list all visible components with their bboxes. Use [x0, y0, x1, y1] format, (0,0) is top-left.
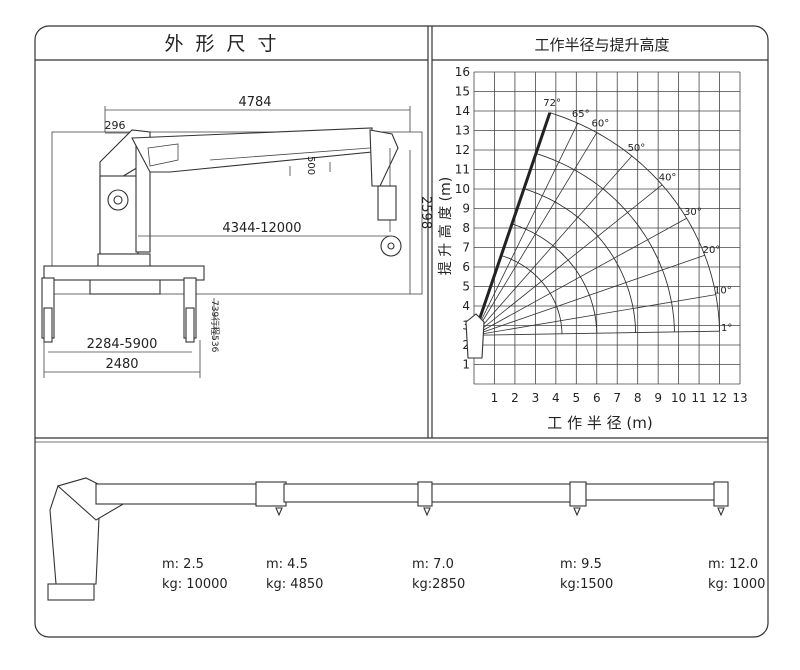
lower-boom-section-2 — [283, 483, 425, 503]
x-tick-label: 6 — [593, 391, 601, 405]
dim-reach: 4344-12000 — [222, 221, 301, 236]
boom-length-arc — [549, 112, 720, 332]
boom-length-arc — [523, 188, 637, 333]
y-tick-label: 7 — [462, 241, 470, 255]
x-tick-label: 13 — [732, 391, 747, 405]
y-tick-label: 9 — [462, 202, 470, 216]
y-tick-label: 5 — [462, 280, 470, 294]
angle-ray — [473, 132, 598, 336]
x-tick-label: 11 — [691, 391, 706, 405]
x-tick-label: 7 — [613, 391, 621, 405]
outline-title: 外 形 尺 寸 — [164, 33, 279, 55]
angle-label: 30° — [684, 207, 702, 218]
hook-marker-1 — [275, 507, 283, 517]
x-tick-label: 4 — [552, 391, 560, 405]
lower-boom-tip — [713, 481, 729, 507]
y-tick-label: 13 — [455, 124, 470, 138]
radius-height-chart: 工作半径与提升高度 123456789101112131234567891011… — [437, 36, 748, 432]
x-tick-label: 3 — [532, 391, 540, 405]
x-tick-label: 5 — [572, 391, 580, 405]
angle-ray — [473, 254, 705, 336]
y-tick-label: 11 — [455, 163, 470, 177]
load-m-5: m: 12.0 — [708, 557, 758, 572]
chart-y-label: 提 升 高 度 (m) — [437, 177, 454, 275]
y-tick-label: 4 — [462, 299, 470, 313]
angle-label: 72° — [543, 98, 561, 109]
hook-marker-2 — [423, 507, 431, 517]
lower-boom-joint-1 — [255, 481, 287, 507]
dim-base-width: 2480 — [105, 357, 138, 372]
hook-marker-3 — [573, 507, 581, 517]
angle-ray — [473, 294, 716, 336]
y-tick-label: 12 — [455, 143, 470, 157]
load-m-1: m: 2.5 — [162, 557, 204, 572]
lower-boom-joint-2 — [417, 481, 433, 507]
angle-ray — [473, 330, 720, 336]
load-m-3: m: 7.0 — [412, 557, 454, 572]
outer-frame — [34, 25, 769, 638]
lower-boom-joint-3 — [569, 481, 587, 507]
x-tick-label: 8 — [634, 391, 642, 405]
load-kg-3: kg:2850 — [412, 577, 465, 592]
lower-boom-section-4 — [585, 483, 717, 501]
outline-panel: 外 形 尺 寸 4784 296 500 2598 4344-12000 — [41, 33, 433, 378]
load-m-2: m: 4.5 — [266, 557, 308, 572]
chart-ticks: 1234567891011121312345678910111213141516 — [455, 65, 748, 405]
angle-label: 65° — [572, 109, 590, 120]
y-tick-label: 15 — [455, 85, 470, 99]
dim-section: 500 — [305, 156, 316, 175]
load-kg-5: kg: 1000 — [708, 577, 765, 592]
x-tick-label: 2 — [511, 391, 519, 405]
y-tick-label: 1 — [462, 358, 470, 372]
chart-arcs — [501, 112, 720, 334]
y-tick-label: 16 — [455, 65, 470, 79]
y-tick-label: 14 — [455, 104, 470, 118]
hook-marker-4 — [717, 507, 725, 517]
x-tick-label: 12 — [712, 391, 727, 405]
y-tick-label: 8 — [462, 221, 470, 235]
load-table-panel: m: 2.5 kg: 10000 m: 4.5 kg: 4850 m: 7.0 … — [47, 477, 765, 601]
dim-total-length: 4784 — [238, 95, 271, 110]
angle-label: 40° — [659, 172, 677, 183]
angle-label: 20° — [703, 245, 721, 256]
load-kg-1: kg: 10000 — [162, 577, 228, 592]
lower-boom-section-1 — [95, 483, 259, 505]
angle-ray — [473, 155, 633, 336]
chart-angle-labels: 72° 65°60° 50° 40° 30° 20° 10° 1° — [543, 98, 732, 334]
angle-label: 50° — [628, 143, 646, 154]
angle-ray — [473, 217, 687, 336]
y-tick-label: 2 — [462, 338, 470, 352]
angle-label: 60° — [591, 119, 609, 130]
dim-outrigger-span: 2284-5900 — [87, 337, 158, 352]
load-kg-4: kg:1500 — [560, 577, 613, 592]
boom-length-arc — [535, 153, 675, 332]
lower-boom-section-3 — [431, 483, 573, 503]
y-tick-label: 6 — [462, 260, 470, 274]
chart-crane-column — [465, 313, 485, 359]
load-m-4: m: 9.5 — [560, 557, 602, 572]
load-kg-2: kg: 4850 — [266, 577, 323, 592]
dim-offset: 296 — [105, 119, 126, 132]
x-tick-label: 10 — [671, 391, 686, 405]
lower-crane-base — [47, 583, 95, 601]
chart-boom-line — [472, 112, 552, 336]
angle-label: 10° — [714, 285, 732, 296]
chart-rays — [472, 112, 720, 336]
x-tick-label: 1 — [491, 391, 499, 405]
dim-height: 2598 — [418, 196, 433, 229]
y-tick-label: 10 — [455, 182, 470, 196]
angle-ray — [473, 184, 663, 336]
dim-leg-travel: 739行程536 — [209, 300, 221, 353]
chart-title: 工作半径与提升高度 — [534, 36, 669, 54]
chart-x-label: 工 作 半 径 (m) — [547, 414, 652, 432]
angle-ray — [473, 122, 579, 336]
x-tick-label: 9 — [654, 391, 662, 405]
angle-label: 1° — [721, 323, 732, 334]
